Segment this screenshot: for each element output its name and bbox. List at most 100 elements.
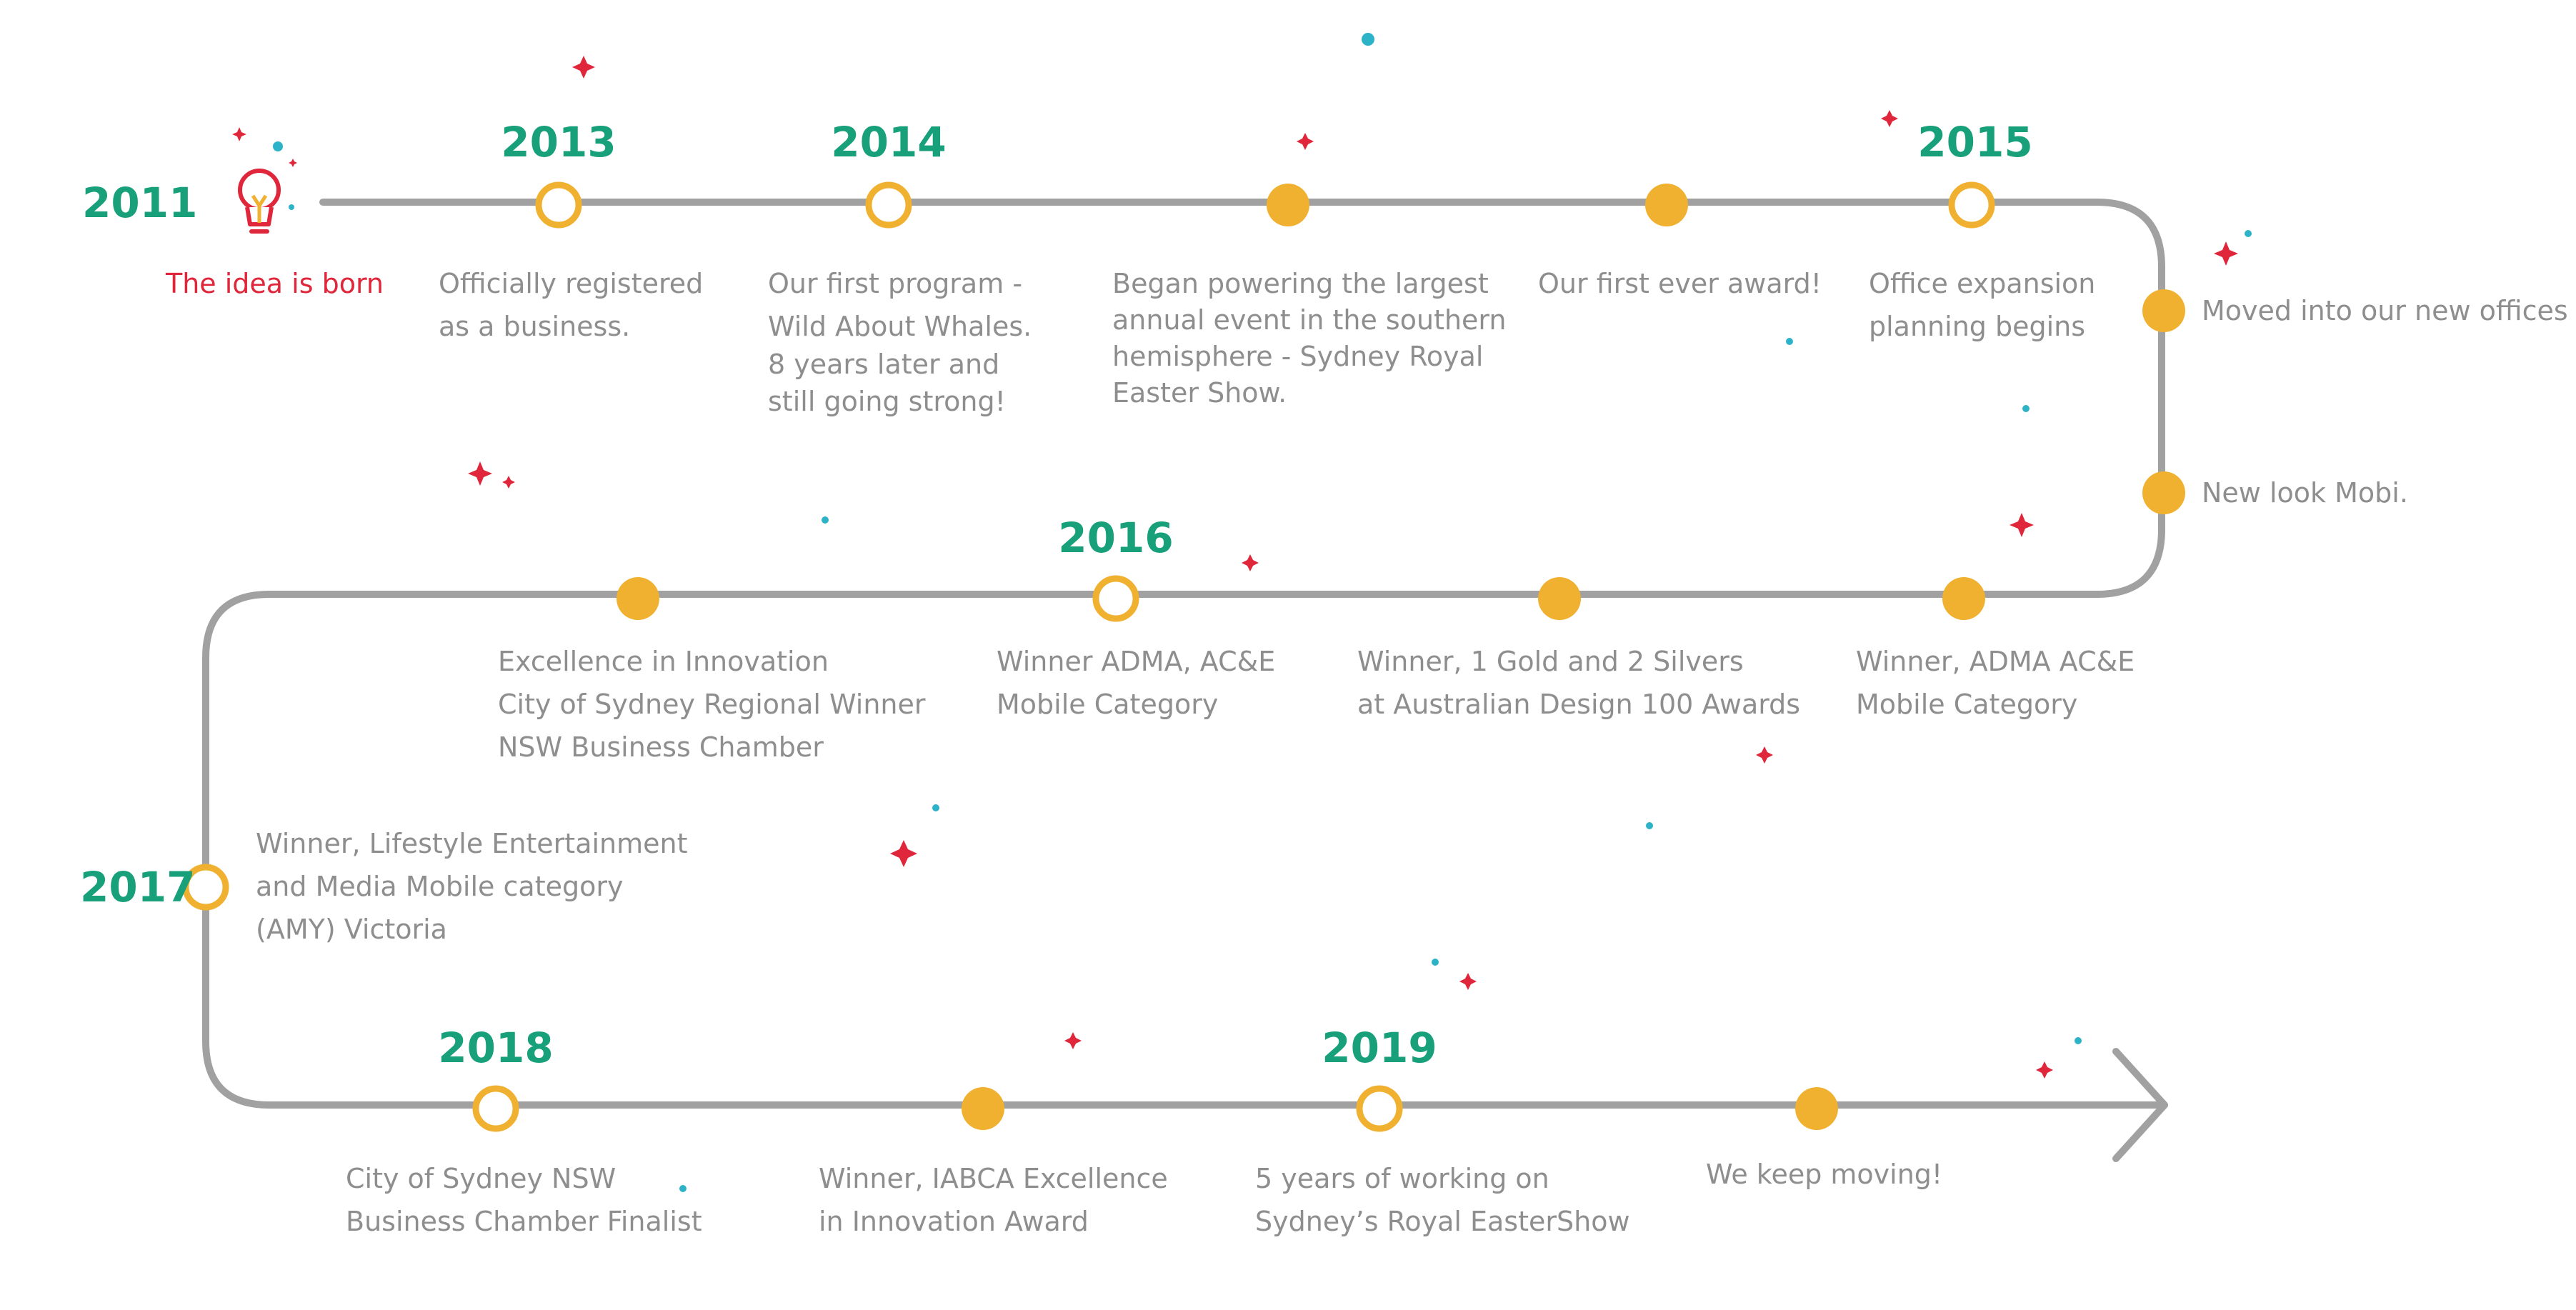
milestone-text-line: Easter Show.: [1112, 377, 1287, 409]
milestone-2017: 2017 Winner, Lifestyle Entertainment and M…: [80, 828, 688, 945]
milestone-text-line: and Media Mobile category: [256, 871, 623, 902]
milestone-ring-marker: [1948, 181, 1995, 229]
milestone-text-line: City of Sydney Regional Winner: [498, 689, 926, 720]
milestone-ring-marker: [182, 864, 229, 911]
milestone-year: 2018: [438, 1024, 553, 1072]
milestone-ring-marker: [865, 181, 912, 229]
dot-decoration: [1786, 338, 1793, 345]
milestone-royal-easter-show: Began powering the largest annual event i…: [1112, 184, 1506, 409]
milestone-year: 2016: [1058, 514, 1173, 562]
milestone-year: 2014: [831, 118, 946, 166]
milestone-text-line: Winner, IABCA Excellence: [819, 1163, 1168, 1194]
milestone-text-line: Office expansion: [1869, 268, 2095, 299]
milestone-text-line: Winner ADMA, AC&E: [997, 646, 1275, 677]
milestone-year: 2015: [1917, 118, 2032, 166]
milestone-text-line: Winner, Lifestyle Entertainment: [256, 828, 688, 859]
sparkle-icon: [468, 461, 492, 486]
sparkle-icon: [1064, 1032, 1082, 1049]
dot-decoration: [932, 804, 939, 811]
milestone-text-line: NSW Business Chamber: [498, 731, 824, 763]
milestone-dot-marker: [1538, 577, 1581, 620]
milestone-text-line: (AMY) Victoria: [256, 914, 447, 945]
milestone-text-line: Mobile Category: [997, 689, 1218, 720]
milestone-text-line: The idea is born: [165, 268, 384, 299]
milestone-year: 2011: [82, 179, 197, 227]
milestone-text-line: still going strong!: [768, 386, 1006, 417]
sparkle-icon: [2214, 241, 2238, 266]
dot-decoration: [2022, 405, 2030, 412]
milestone-dot-marker: [1795, 1087, 1838, 1130]
milestone-year: 2017: [80, 863, 195, 911]
sparkle-icon: [1242, 554, 1259, 571]
sparkle-icon: [1459, 973, 1477, 990]
milestone-text-line: 8 years later and: [768, 349, 999, 380]
milestone-text-line: City of Sydney NSW: [346, 1163, 616, 1194]
timeline-path: [202, 199, 2168, 1109]
sparkle-icon: [502, 476, 515, 489]
milestone-text-line: Officially registered: [439, 268, 703, 299]
arrow-head-icon: [2112, 1048, 2168, 1162]
milestone-text-line: Sydney’s Royal EasterShow: [1255, 1206, 1630, 1237]
milestone-text-line: 5 years of working on: [1255, 1163, 1549, 1194]
milestone-text-line: in Innovation Award: [819, 1206, 1089, 1237]
milestone-new-look: New look Mobi.: [2142, 471, 2408, 514]
decorations: [468, 33, 2252, 1192]
milestone-text-line: as a business.: [439, 311, 630, 342]
dot-decoration: [2075, 1037, 2082, 1044]
milestone-first-award: Our first ever award!: [1538, 184, 1822, 299]
sparkle-icon: [1881, 110, 1898, 127]
milestone-text-line: planning begins: [1869, 311, 2085, 342]
milestone-adma-ace: Winner, ADMA AC&E Mobile Category: [1856, 577, 2135, 720]
milestone-new-offices: Moved into our new offices: [2142, 289, 2568, 332]
milestone-text-line: Moved into our new offices: [2202, 295, 2568, 326]
milestone-text-line: New look Mobi.: [2202, 477, 2408, 509]
dot-decoration: [1362, 33, 1374, 46]
sparkle-icon: [1756, 746, 1773, 764]
sparkle-icon: [572, 56, 595, 79]
milestone-text-line: Winner, 1 Gold and 2 Silvers: [1357, 646, 1744, 677]
milestone-text-line: Winner, ADMA AC&E: [1856, 646, 2135, 677]
milestone-year: 2019: [1322, 1024, 1437, 1072]
milestone-text-line: Excellence in Innovation: [498, 646, 829, 677]
dot-decoration: [2245, 230, 2252, 237]
milestone-text-line: Our first program -: [768, 268, 1022, 299]
dot-decoration: [1432, 959, 1439, 966]
milestone-dot-marker: [2142, 289, 2185, 332]
milestone-iabca: Winner, IABCA Excellence in Innovation Aw…: [819, 1087, 1168, 1237]
sparkle-icon: [1297, 133, 1314, 150]
milestone-text-line: We keep moving!: [1706, 1159, 1942, 1190]
milestone-text-line: annual event in the southern: [1112, 304, 1506, 336]
milestone-design-100: Winner, 1 Gold and 2 Silvers at Australia…: [1357, 577, 1800, 720]
milestone-text-line: at Australian Design 100 Awards: [1357, 689, 1800, 720]
milestone-ring-marker: [1092, 575, 1139, 622]
milestone-text-line: Our first ever award!: [1538, 268, 1822, 299]
milestone-ring-marker: [472, 1085, 519, 1132]
milestone-dot-marker: [616, 577, 659, 620]
milestone-ring-marker: [535, 181, 582, 229]
milestone-2019: 2019 5 years of working on Sydney’s Royal …: [1255, 1024, 1630, 1237]
milestone-dot-marker: [2142, 471, 2185, 514]
dot-decoration: [1646, 822, 1653, 829]
milestone-dot-marker: [1942, 577, 1985, 620]
dot-decoration: [822, 516, 829, 524]
milestone-text-line: hemisphere - Sydney Royal: [1112, 341, 1484, 372]
milestone-dot-marker: [1645, 184, 1688, 226]
milestone-text-line: Wild About Whales.: [768, 311, 1032, 342]
milestone-keep-moving: We keep moving!: [1706, 1087, 1942, 1190]
dot-decoration: [679, 1185, 687, 1192]
milestone-ring-marker: [1356, 1085, 1403, 1132]
milestone-text-line: Business Chamber Finalist: [346, 1206, 702, 1237]
milestone-dot-marker: [962, 1087, 1004, 1130]
sparkle-icon: [2010, 513, 2034, 537]
milestone-text-line: Mobile Category: [1856, 689, 2077, 720]
sparkle-icon: [2036, 1061, 2053, 1079]
milestone-text-line: Began powering the largest: [1112, 268, 1489, 299]
